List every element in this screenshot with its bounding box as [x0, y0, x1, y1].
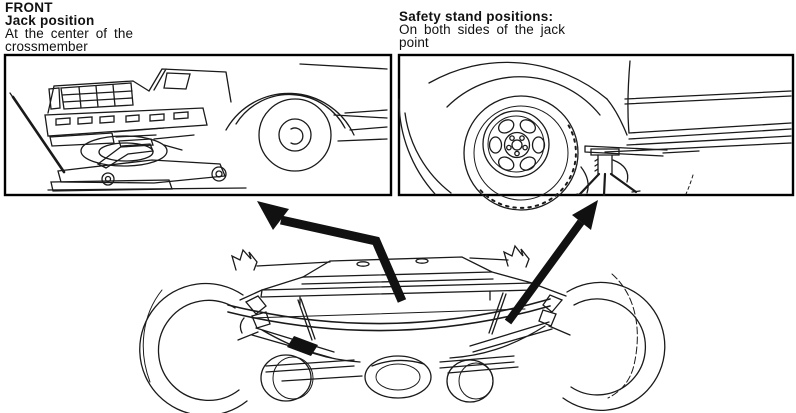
- right-shock: [488, 292, 507, 335]
- safety-stand-title: Safety stand positions:: [399, 9, 554, 24]
- frame-shading: [287, 336, 318, 356]
- arrowhead-left: [257, 201, 289, 230]
- front-label: FRONT: [5, 0, 53, 15]
- safety-stand-line-2: point: [399, 35, 429, 50]
- safety-panel-border: [397, 53, 795, 197]
- arrow-to-jack-position-panel: [257, 201, 407, 303]
- center-link: [251, 308, 526, 319]
- safety-stand-line-1: On both sides of the jack: [399, 22, 566, 37]
- safety-stand-caption: Safety stand positions: On both sides of…: [399, 9, 566, 50]
- arrow-to-safety-stand-panel: [504, 200, 598, 325]
- jack-position-panel: [3, 53, 393, 197]
- safety-stand-icon: [576, 145, 700, 197]
- left-front-tire: [139, 282, 248, 413]
- near-front-wheel: [225, 92, 388, 172]
- stabilizer-bar: [227, 298, 551, 332]
- floor-jack-icon: [9, 92, 227, 192]
- right-control-arm: [449, 321, 553, 359]
- underbody-view-icon: [139, 244, 666, 413]
- right-knuckle: [538, 294, 564, 327]
- left-shock: [297, 298, 316, 341]
- right-bracket: [502, 244, 530, 268]
- right-front-tire: [562, 273, 666, 411]
- rear-wheels: [260, 354, 494, 403]
- jack-position-line-1: At the center of the: [5, 26, 134, 41]
- left-bracket: [230, 248, 258, 271]
- jack-panel-border: [3, 53, 393, 197]
- body-side-lines: [580, 60, 792, 194]
- jack-position-line-2: crossmember: [5, 39, 88, 54]
- safety-stand-panel: [397, 53, 795, 211]
- pickup-front-raised-icon: [9, 63, 388, 192]
- front-axle: [265, 355, 519, 399]
- front-wheel-closeup-icon: [398, 60, 792, 211]
- jack-position-title: Jack position: [5, 13, 95, 28]
- left-knuckle: [239, 295, 271, 334]
- jack-position-caption: FRONT Jack position At the center of the…: [5, 0, 134, 54]
- arrowhead-right: [572, 200, 598, 230]
- front-bumper: [44, 107, 208, 147]
- grille: [48, 82, 134, 110]
